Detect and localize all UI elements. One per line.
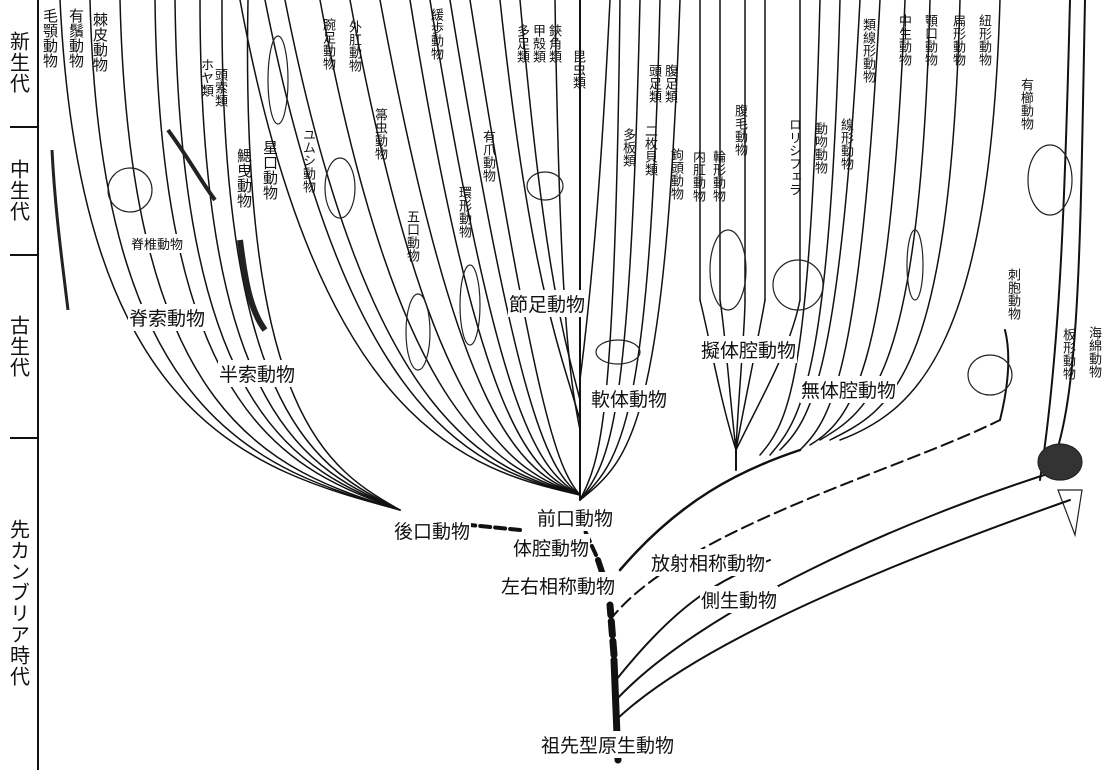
label-platyhelminthes: 扁形動物 [950,14,964,66]
b-myriapoda [500,0,580,420]
label-acanthocephala: 鉤頭動物 [668,148,682,200]
label-placozoa: 板形動物 [1060,328,1074,380]
b-kamptozoa [720,300,736,450]
label-deuterostomia: 後口動物 [393,517,471,544]
label-ancestor: 祖先型原生動物 [540,731,675,758]
branch-cnidaria [1000,330,1008,420]
label-pentastomida: 五口動物 [404,210,418,262]
label-porifera: 海綿動物 [1086,326,1100,378]
label-hemichordata: 半索動物 [218,360,296,387]
label-cephalopoda: 頭足類 [646,64,660,103]
label-myriapoda: 多足類 [514,24,528,63]
label-kinorhyncha: 動吻動物 [812,122,826,174]
label-pogonophora: 有鬚動物 [68,8,84,68]
label-mollusca: 軟体動物 [590,385,668,412]
label-ctenophora: 有櫛動物 [1018,78,1032,130]
label-loricifera: ロリシフェラ [786,118,800,196]
label-tardigrada: 緩歩動物 [428,8,442,60]
label-bilateria: 左右相称動物 [500,572,616,599]
label-protostomia: 前口動物 [536,504,614,531]
label-echinodermata: 棘皮動物 [92,12,108,72]
branch-placozoa [616,470,1060,700]
label-entoprocta: 外肛動物 [346,20,360,72]
label-rotifera: 輪形動物 [710,150,724,202]
b-polyplacophora [580,0,620,500]
label-chaetognatha: 毛顎動物 [42,8,58,68]
b-cephalochordata [200,0,400,510]
b-vertebrata [155,0,400,510]
label-gastrotricha: 腹毛動物 [732,104,746,156]
label-annelida: 環形動物 [456,186,470,238]
label-nemertea: 紐形動物 [976,14,990,66]
label-parazoa: 側生動物 [700,586,778,613]
label-coelomata: 体腔動物 [512,534,590,561]
label-gastropoda: 腹足類 [662,64,676,103]
label-pseudocoelomata: 擬体腔動物 [700,336,797,363]
label-polyplacophora: 多板類 [620,128,634,167]
label-cnidaria: 刺胞動物 [1005,268,1019,320]
label-kamptozoa: 内肛動物 [690,150,704,202]
trunk-to-deuterostomia [470,525,520,530]
label-vertebrata: 脊椎動物 [130,234,184,253]
b-chaetognatha [60,0,400,510]
b-pentastomida [430,0,580,495]
label-echiura: ユムシ動物 [300,128,314,193]
b-annelida [450,0,580,495]
label-brachiopoda: 腕足動物 [320,18,334,70]
label-ascidiacea: ホヤ類 [198,58,212,97]
label-sipuncula: 星口動物 [262,140,278,200]
b-platyhelminthes [820,0,930,440]
label-chordata: 脊索動物 [128,304,206,331]
label-gnathostomulida: 顎口動物 [922,14,936,66]
b-bivalvia [580,0,640,500]
b-pogonophora [90,0,400,510]
label-nematomorpha: 類線形動物 [860,18,874,83]
label-acoelomata: 無体腔動物 [800,376,897,403]
b-hemichordata-2 [248,0,400,510]
b-brachiopoda [320,0,580,495]
label-insecta: 昆虫類 [570,50,584,89]
b-nemertea [830,0,960,440]
label-radiata: 放射相称動物 [650,549,766,576]
label-phoronida: 箒虫動物 [372,108,386,160]
label-arthropoda: 節足動物 [508,290,586,317]
b-echinodermata [120,0,400,510]
branch-parazoa [616,560,770,680]
label-crustacea: 甲殻類 [530,24,544,63]
label-nematoda: 線形動物 [838,118,852,170]
trunk-dashed [610,605,614,655]
label-onychophora: 有爪動物 [480,130,494,182]
label-mesozoa: 中生動物 [896,14,910,66]
b-acanthocephala [700,300,736,450]
label-chelicerata: 鋏角類 [546,24,560,63]
label-pterobranchia: 鰓曳動物 [236,148,252,208]
label-cephalochordata: 頭索類 [212,68,226,107]
label-bivalvia: 二枚貝類 [642,124,656,176]
branch-porifera [616,500,1070,720]
